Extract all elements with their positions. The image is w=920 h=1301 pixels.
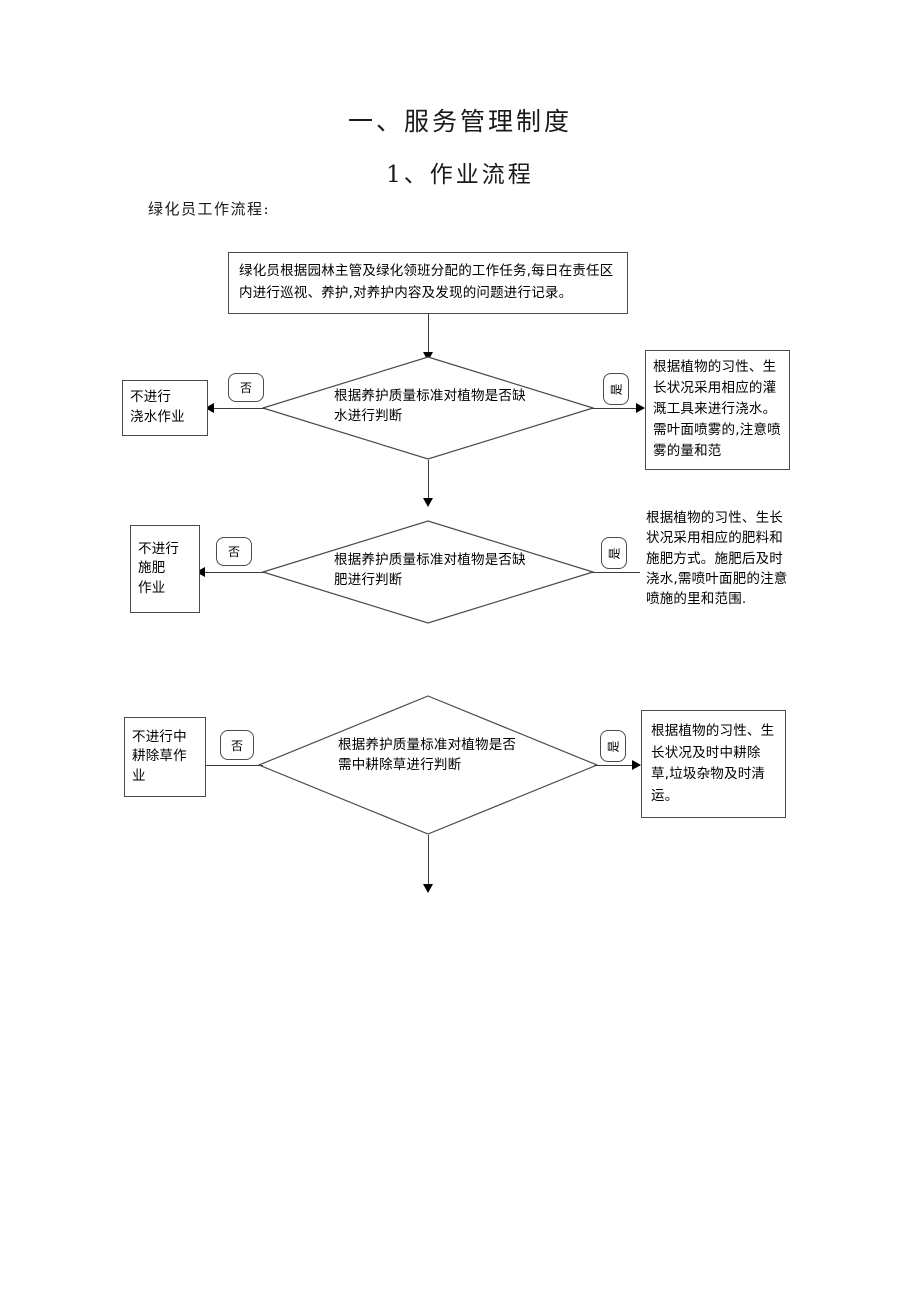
arrowhead-decision-3-exit bbox=[423, 884, 433, 893]
branch-label-yes-1-text: 是 bbox=[609, 382, 624, 396]
branch-label-yes-2: 是 bbox=[601, 537, 627, 569]
outcome-yes-3-text: 根据植物的习性、生长状况及时中耕除草,垃圾杂物及时清运。 bbox=[651, 723, 775, 804]
decision-label-3: 根据养护质量标准对植物是否需中耕除草进行判断 bbox=[338, 737, 517, 774]
branch-label-no-2: 否 bbox=[216, 537, 252, 566]
decision-node-1: 根据养护质量标准对植物是否缺水进行判断 bbox=[262, 356, 594, 460]
branch-label-yes-2-text: 是 bbox=[607, 546, 622, 560]
branch-label-no-3-text: 否 bbox=[230, 738, 243, 753]
branch-label-no-1-text: 否 bbox=[239, 381, 252, 395]
decision-diamond-shape-3 bbox=[258, 695, 598, 835]
decision-diamond-shape-1 bbox=[262, 356, 594, 460]
decision-node-3: 根据养护质量标准对植物是否需中耕除草进行判断 bbox=[258, 695, 598, 835]
arrowhead-decision-1-no bbox=[205, 403, 214, 413]
decision-label-1: 根据养护质量标准对植物是否缺水进行判断 bbox=[334, 388, 526, 425]
decision-diamond-shape-2 bbox=[262, 520, 594, 624]
section-subtitle: 绿化员工作流程: bbox=[148, 200, 271, 218]
branch-label-yes-3-text: 是 bbox=[606, 739, 621, 753]
connector-decision-3-yes bbox=[594, 765, 640, 766]
outcome-no-2: 不进行 施肥 作业 bbox=[130, 525, 200, 613]
outcome-yes-2: 根据植物的习性、生长状况采用相应的肥料和施肥方式。施肥后及时浇水,需喷叶面肥的注… bbox=[646, 508, 796, 609]
outcome-yes-2-text: 根据植物的习性、生长状况采用相应的肥料和施肥方式。施肥后及时浇水,需喷叶面肥的注… bbox=[646, 510, 788, 607]
branch-label-yes-3: 是 bbox=[600, 730, 626, 762]
connector-decision-3-no bbox=[205, 765, 263, 766]
outcome-no-3-text: 不进行中 耕除草作 业 bbox=[132, 728, 187, 784]
connector-decision-1-yes bbox=[592, 408, 644, 409]
connector-decision-1-no bbox=[213, 408, 265, 409]
outcome-no-1-text: 不进行 浇水作业 bbox=[130, 389, 185, 425]
decision-label-2: 根据养护质量标准对植物是否缺肥进行判断 bbox=[334, 552, 526, 589]
branch-label-yes-1: 是 bbox=[603, 373, 629, 405]
page-title-main: 一、服务管理制度 bbox=[347, 107, 572, 136]
arrowhead-decision-1-to-2 bbox=[423, 498, 433, 507]
decision-node-2: 根据养护质量标准对植物是否缺肥进行判断 bbox=[262, 520, 594, 624]
outcome-yes-1-text: 根据植物的习性、生长状况采用相应的灌溉工具来进行浇水。需叶面喷雾的,注意喷雾的量… bbox=[653, 359, 781, 459]
outcome-no-2-text: 不进行 施肥 作业 bbox=[138, 540, 180, 596]
connector-decision-2-yes bbox=[592, 572, 640, 573]
outcome-no-3: 不进行中 耕除草作 业 bbox=[124, 717, 206, 797]
outcome-yes-3: 根据植物的习性、生长状况及时中耕除草,垃圾杂物及时清运。 bbox=[641, 710, 786, 818]
branch-label-no-1: 否 bbox=[228, 373, 264, 402]
arrowhead-decision-3-yes bbox=[632, 760, 641, 770]
page-title-sub: 1、作业流程 bbox=[386, 162, 534, 188]
flow-start-node: 绿化员根据园林主管及绿化领班分配的工作任务,每日在责任区内进行巡视、养护,对养护… bbox=[228, 252, 628, 314]
branch-label-no-2-text: 否 bbox=[227, 545, 240, 559]
arrowhead-decision-1-yes bbox=[636, 403, 645, 413]
connector-decision-2-no bbox=[203, 572, 265, 573]
branch-label-no-3: 否 bbox=[220, 730, 254, 760]
arrowhead-decision-2-no bbox=[196, 567, 205, 577]
connector-decision-3-exit bbox=[428, 835, 429, 887]
connector-start-to-decision-1 bbox=[428, 314, 429, 356]
outcome-no-1: 不进行 浇水作业 bbox=[122, 380, 208, 436]
connector-decision-1-to-2 bbox=[428, 460, 429, 502]
outcome-yes-1: 根据植物的习性、生长状况采用相应的灌溉工具来进行浇水。需叶面喷雾的,注意喷雾的量… bbox=[645, 350, 790, 470]
